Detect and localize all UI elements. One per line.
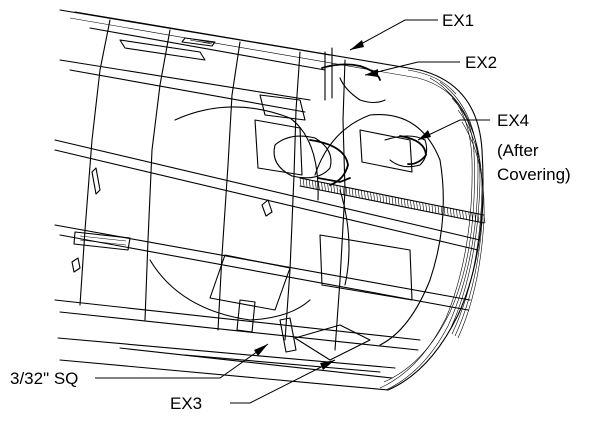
callout-3-32-sq: 3/32" SQ (10, 369, 78, 388)
longerons (54, 9, 481, 379)
callout-ex4-after: (After (497, 141, 539, 160)
hatched-stringer (299, 177, 486, 224)
callout-ex4: EX4 (497, 111, 529, 130)
nose-outline (59, 11, 485, 391)
callout-ex1: EX1 (442, 11, 474, 30)
formers (79, 19, 444, 351)
small-tabs (71, 167, 381, 373)
callout-ex4-covering: Covering) (497, 165, 571, 184)
leader-lines (95, 19, 490, 404)
callout-ex3: EX3 (170, 394, 202, 413)
callout-ex2: EX2 (465, 53, 497, 72)
top-rails (119, 37, 413, 176)
